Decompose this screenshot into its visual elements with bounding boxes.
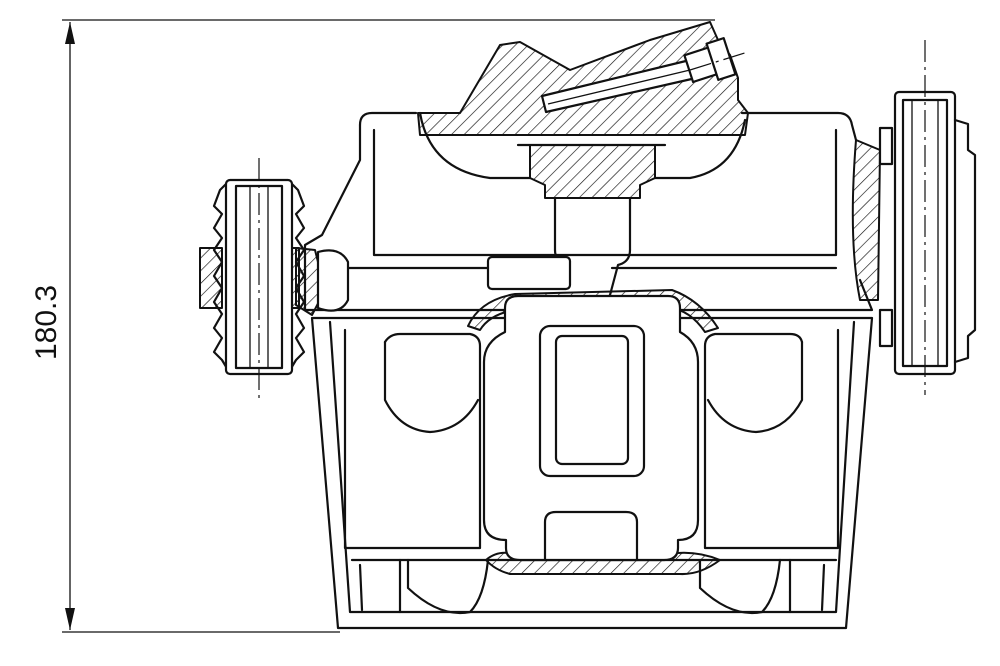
right-guide-pin-assembly: [851, 40, 977, 395]
left-guide-pin-assembly: [199, 158, 350, 398]
height-dimension-label: 180.3: [30, 285, 63, 360]
pad-and-piston-area: [343, 289, 840, 614]
height-dimension: 180.3: [30, 19, 715, 633]
top-section: [417, 21, 749, 199]
dimension-arrow-bottom: [65, 608, 75, 630]
caliper-upper-body: [303, 111, 874, 312]
dimension-arrow-top: [65, 22, 75, 44]
bleed-screw: [683, 37, 749, 84]
upper-window: [486, 255, 572, 291]
lower-housing: [310, 316, 874, 630]
